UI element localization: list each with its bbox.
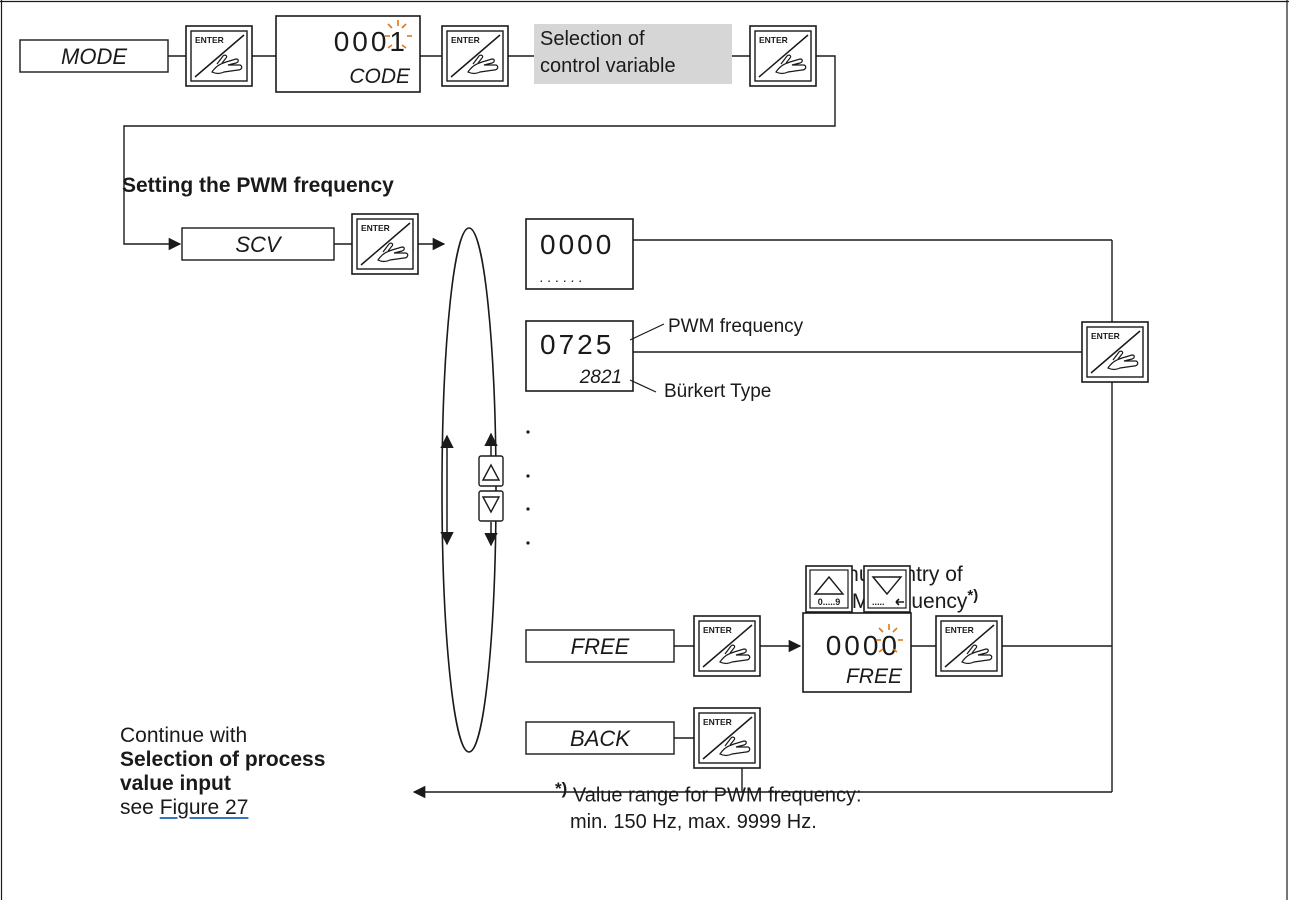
enter-key-icon[interactable]: [441, 25, 509, 87]
digit-up-key-button[interactable]: 0.....9: [805, 565, 853, 613]
footnote-mark: *): [555, 779, 568, 798]
selection-label-line2: control variable: [540, 55, 676, 77]
blink-indicator-icon: [385, 20, 412, 49]
continue-line3: value input: [120, 772, 231, 795]
code-display-caption: CODE: [349, 65, 411, 88]
blink-indicator-icon: [876, 624, 903, 653]
menu-item-back-label: BACK: [570, 726, 631, 751]
display-first: 0000 . . . . . .: [525, 218, 634, 290]
code-display-value: 0001: [334, 26, 408, 57]
menu-item-free[interactable]: FREE: [525, 629, 675, 663]
digit-down-key-button[interactable]: .....: [863, 565, 911, 613]
manual-entry-mark: *): [967, 587, 978, 604]
enter-key-icon[interactable]: [693, 707, 761, 769]
footnote: *) Value range for PWM frequency: min. 1…: [555, 776, 862, 835]
triangle-up-icon: [813, 575, 845, 595]
footnote-line2: min. 150 Hz, max. 9999 Hz.: [570, 810, 817, 833]
code-display: 0001 CODE: [275, 15, 421, 93]
enter-key-icon[interactable]: [1081, 321, 1149, 383]
display-free-value: 0000: [826, 630, 900, 661]
down-arrow-button[interactable]: [478, 490, 504, 522]
display-type-value: 0725: [540, 329, 614, 360]
triangle-down-icon: [871, 576, 903, 596]
section-title: Setting the PWM frequency: [122, 174, 394, 197]
up-arrow-button[interactable]: [478, 455, 504, 487]
menu-item-free-label: FREE: [571, 634, 630, 659]
figure-link[interactable]: Figure 27: [159, 796, 249, 819]
continue-line4-prefix: see: [120, 796, 160, 819]
display-first-value: 0000: [540, 229, 614, 260]
display-free: 0000 FREE: [802, 612, 912, 693]
enter-key-icon[interactable]: [351, 213, 419, 275]
mode-label: MODE: [61, 44, 127, 69]
digit-up-caption: 0.....9: [818, 597, 841, 607]
cursor-left-icon: [895, 598, 904, 606]
display-free-caption: FREE: [846, 665, 903, 688]
enter-key-icon[interactable]: [693, 615, 761, 677]
enter-key-icon[interactable]: [185, 25, 253, 87]
scv-label: SCV: [235, 232, 283, 257]
display-first-caption: . . . . . .: [540, 269, 583, 285]
continue-note: Continue with Selection of process value…: [120, 724, 325, 820]
menu-item-back[interactable]: BACK: [525, 721, 675, 755]
continue-line1: Continue with: [120, 724, 248, 747]
digit-down-caption: .....: [872, 597, 885, 607]
enter-key-icon[interactable]: [935, 615, 1003, 677]
triangle-up-icon: [481, 463, 501, 481]
selection-label-line1: Selection of: [540, 28, 645, 50]
menu-loop-ellipse: [441, 227, 497, 753]
triangle-down-icon: [481, 496, 501, 514]
display-type-caption: 2821: [579, 367, 622, 388]
ellipsis-dots: [526, 430, 530, 545]
mode-item[interactable]: MODE: [19, 39, 169, 73]
selection-control-variable-item[interactable]: Selection of control variable: [534, 24, 732, 84]
pwm-frequency-annotation: PWM frequency: [668, 316, 804, 337]
burkert-type-annotation: Bürkert Type: [664, 381, 771, 402]
footnote-line1: Value range for PWM frequency:: [572, 784, 862, 807]
continue-line2: Selection of process: [120, 748, 326, 771]
display-type: 0725 2821: [525, 320, 634, 392]
enter-key-icon[interactable]: [749, 25, 817, 87]
flow-connector: [123, 55, 836, 251]
scv-item[interactable]: SCV: [181, 227, 335, 261]
